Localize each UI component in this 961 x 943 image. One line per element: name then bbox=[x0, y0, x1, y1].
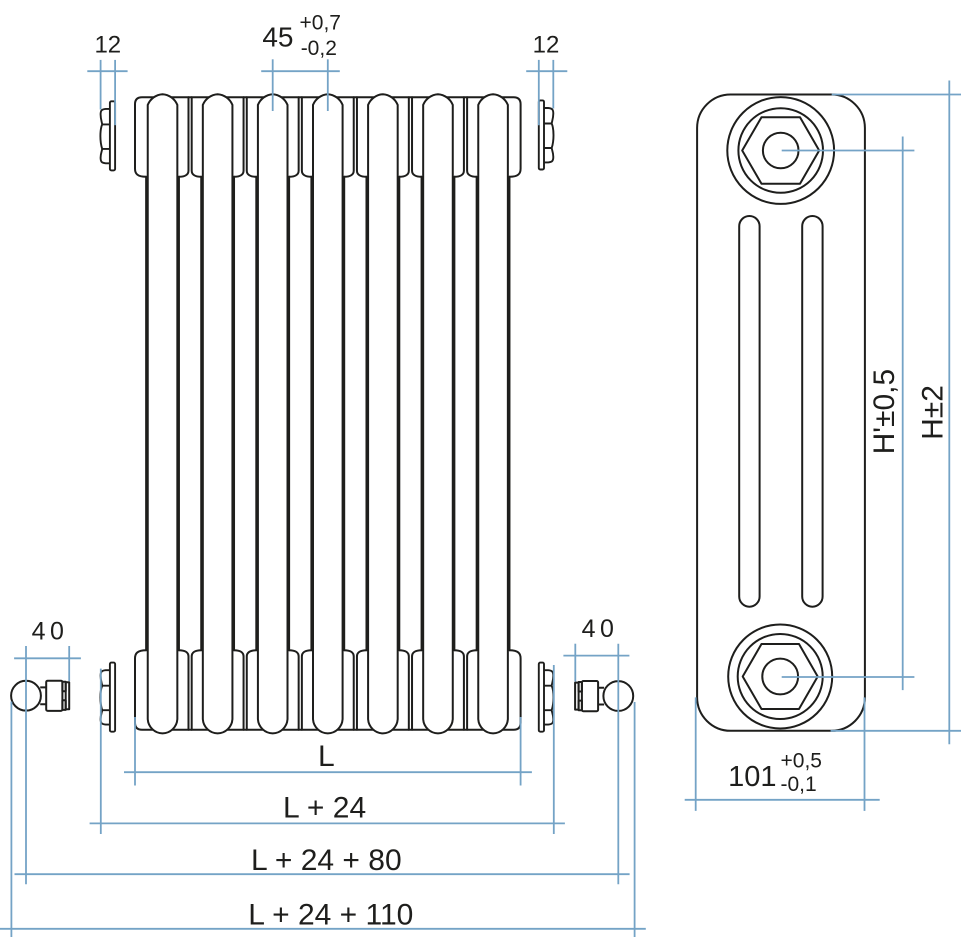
svg-text:-0,2: -0,2 bbox=[301, 37, 337, 60]
svg-text:L + 24 + 110: L + 24 + 110 bbox=[248, 898, 413, 931]
svg-text:H±2: H±2 bbox=[917, 385, 950, 440]
svg-text:L + 24: L + 24 bbox=[283, 792, 366, 825]
svg-text:101: 101 bbox=[728, 761, 776, 793]
svg-text:+0,7: +0,7 bbox=[300, 11, 341, 34]
svg-text:12: 12 bbox=[94, 31, 121, 58]
svg-text:-0,1: -0,1 bbox=[781, 773, 817, 796]
svg-text:+0,5: +0,5 bbox=[781, 750, 822, 773]
svg-text:L: L bbox=[318, 740, 335, 773]
svg-text:H'±0,5: H'±0,5 bbox=[868, 369, 901, 455]
svg-text:40: 40 bbox=[582, 615, 619, 643]
svg-text:12: 12 bbox=[533, 31, 560, 58]
svg-text:40: 40 bbox=[32, 617, 69, 645]
svg-text:45: 45 bbox=[262, 21, 293, 52]
svg-text:L + 24 + 80: L + 24 + 80 bbox=[251, 844, 402, 877]
